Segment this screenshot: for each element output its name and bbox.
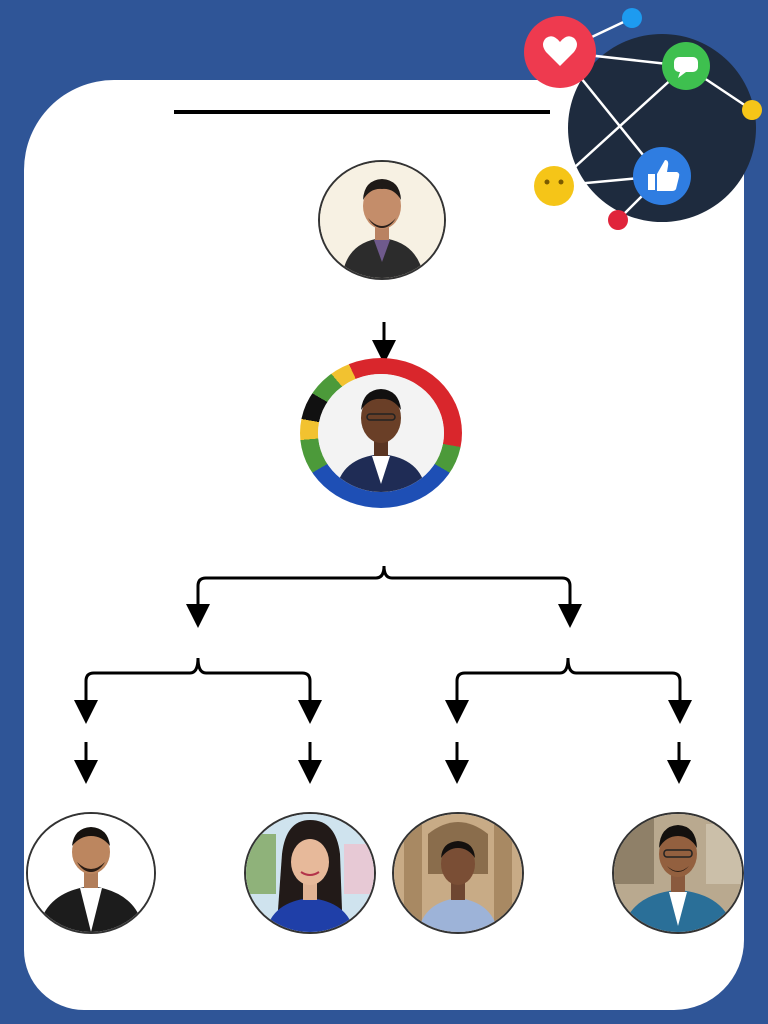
leaf-node-avatar-4 [612,812,744,934]
person-icon [28,814,154,932]
person-icon [320,162,444,278]
dot-red [608,210,628,230]
bracket-level1 [196,565,572,612]
person-icon [246,814,374,932]
title-rule [174,110,550,114]
person-icon [394,814,522,932]
social-network-decoration [524,8,762,230]
leaf-node-avatar-3 [392,812,524,934]
chat-icon [662,42,710,90]
thumbs-up-icon [633,147,691,205]
dot-yellow [742,100,762,120]
second-node-avatar [318,374,444,492]
leaf-node-avatar-2 [244,812,376,934]
dot-blue [622,8,642,28]
leaf-node-avatar-1 [26,812,156,934]
bracket-right [455,657,682,708]
person-icon [614,814,742,932]
bracket-left [84,657,312,708]
emoji-icon [534,166,574,206]
heart-icon [524,16,596,88]
person-icon [318,374,444,492]
root-node-avatar [318,160,446,280]
